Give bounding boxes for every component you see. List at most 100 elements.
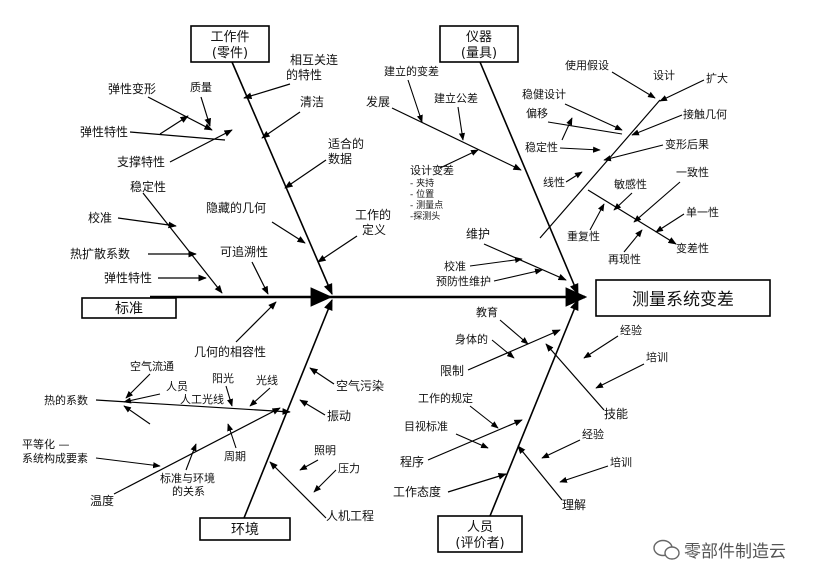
arrow-sensitivity [613,192,633,211]
cause-cycles: 周期 [224,450,246,463]
arrow-vibration [299,399,326,416]
arrow-training [595,363,645,389]
arrow-datums [284,159,327,189]
arrow-inst-calibration [469,256,523,267]
arrow-deformation-effect [603,144,664,162]
category-appraiser-box [437,515,523,553]
cause-maintenance: 维护 [466,227,490,241]
cause-sensitivity: 敏感性 [614,177,647,191]
cause-datums-1: 适合的 [328,136,364,151]
cause-standard-elastic: 弹性特性 [104,270,152,285]
arrow-stress [313,469,337,493]
cause-air-flow: 空气流通 [130,359,174,373]
arrow-geometric-compat [235,301,277,343]
cause-op-def-2: 定义 [362,222,386,237]
category-instrument-box [439,25,519,63]
cause-development: 发展 [366,94,390,109]
cause-design-variation-3: - 位置 [410,188,434,200]
arrow-use-assumption [611,71,656,99]
cause-std-relationship-2: 的关系 [172,484,205,498]
cause-consistency: 一致性 [676,165,709,179]
arrow-sunlight [225,385,233,407]
cause-elastic-deformation: 弹性变形 [108,81,156,96]
arrow-linearity [565,171,583,183]
arrow-hidden-geometry [271,221,306,244]
category-environment-box [199,517,291,541]
cause-equalization: 平等化 — [22,437,70,451]
line-part-elastic [129,131,226,141]
line-variability [587,189,677,245]
arrow-cleanliness [261,111,301,139]
cause-understanding: 理解 [562,498,586,512]
cause-thermal-coef: 热的系数 [44,393,88,407]
cause-ergonomics: 人机工程 [326,508,374,523]
category-appraiser-sub: (评价者) [455,536,504,551]
arrow-lighting [299,459,319,471]
category-part-label: 工作件 [210,30,249,45]
cause-geometric-compat: 几何的相容性 [194,344,266,359]
cause-design-variation-5: -探测头 [410,210,440,222]
line-maintenance [483,243,567,281]
cause-design-variation-2: - 夹持 [410,177,434,189]
arrow-experience2 [541,439,581,459]
cause-linearity: 线性 [543,175,565,189]
arrow-reproducibility [623,229,643,253]
cause-amplification: 扩大 [706,71,728,85]
arrow-build-tolerance [457,106,466,141]
bone-environment [243,298,333,519]
bone-appraiser [489,298,579,517]
cause-robust-design: 稳健设计 [522,87,566,101]
line-temperature [113,407,281,495]
cause-stability-inst: 稳定性 [525,140,558,154]
cause-artificial-light: 人工光线 [180,392,224,406]
line-stability-inst [559,146,601,153]
cause-inst-calibration: 校准 [444,259,466,273]
wechat-icon [653,539,680,560]
cause-design-variation-4: - 测量点 [410,200,443,211]
category-part-sub: (零件) [212,46,248,61]
arrow-equalization [95,457,161,469]
cause-procedure: 程序 [400,454,424,469]
arrow-work-procedures [469,405,499,429]
cause-contact-geometry: 接触几何 [683,107,727,121]
cause-attitude: 工作态度 [393,484,441,499]
arrow-design-variation [439,149,479,169]
category-standard-box [81,297,177,319]
arrow-limitations [467,329,561,371]
cause-air-pollution: 空气污染 [336,378,384,393]
arrow-elastic-deformation [147,96,213,131]
line-ergonomics [269,461,327,519]
line-skill [545,343,605,411]
cause-training: 培训 [646,350,668,364]
cause-preventive-maintenance: 预防性维护 [436,274,491,288]
cause-deformation-effect: 变形后果 [665,137,709,151]
cause-hidden-geometry: 隐藏的几何 [206,200,266,215]
arrow-light [249,387,271,407]
cause-standard-stability: 稳定性 [130,179,166,194]
arrow-uniformity [655,213,685,233]
cause-op-def-1: 工作的 [355,207,391,222]
cause-support-property: 支撑特性 [117,154,165,169]
arrow-traceability [251,261,269,295]
line-design-main [539,99,661,239]
bone-part [231,61,333,296]
arrow-training2 [559,465,609,483]
cause-variability: 变差性 [676,241,709,255]
cause-stress: 压力 [338,462,360,475]
cause-training2: 培训 [610,455,632,469]
category-appraiser-label: 人员 [467,520,493,535]
cause-mass: 质量 [190,81,212,94]
cause-vibration: 振动 [327,409,351,423]
arrow-consistency [633,181,681,223]
cause-light: 光线 [256,373,278,387]
arrow-cycles [227,423,237,449]
arrow-support [169,129,233,163]
cause-build-tolerance: 建立公差 [434,91,478,105]
category-instrument-sub: (量具) [461,46,497,61]
arrow-part-elastic [159,115,189,135]
arrow-amplification [659,79,705,102]
cause-limitations: 限制 [440,364,464,378]
arrow-air-flow [125,373,151,399]
arrow-op-def [317,235,358,263]
